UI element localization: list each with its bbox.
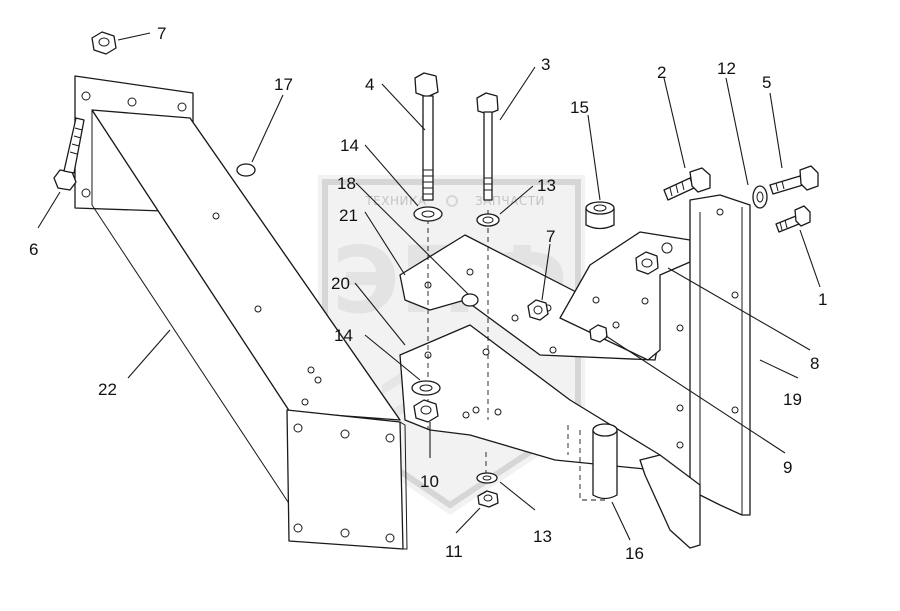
bolt-1 [775,205,811,233]
hex-nut-7-center [527,299,549,321]
callout-4: 4 [365,75,374,94]
lower-hinge-plate [639,454,701,549]
callout-5: 5 [762,73,771,92]
bolt-3 [476,92,499,201]
bolt-2 [663,167,711,201]
washer-12 [752,185,768,209]
bolt-4 [414,72,439,201]
callout-18: 18 [337,174,356,193]
callout-7-center: 7 [546,227,555,246]
hex-nut-10 [413,399,439,423]
hex-nut-11 [477,490,499,508]
pin-16 [592,423,618,500]
vertical-rail-19 [672,194,751,520]
callout-8: 8 [810,354,819,373]
callout-16: 16 [625,544,644,563]
plug-cap-17 [236,163,256,177]
callout-7-top: 7 [157,24,166,43]
callout-12: 12 [717,59,736,78]
callout-15: 15 [570,98,589,117]
callout-13-top: 13 [537,176,556,195]
washer-13-top [476,213,500,227]
callout-labels: 1 2 3 4 5 6 7 7 8 9 10 11 12 13 13 14 14… [29,24,827,563]
square-tube-beam [74,75,408,550]
callout-2: 2 [657,63,666,82]
callout-13-bottom: 13 [533,527,552,546]
callout-1: 1 [818,290,827,309]
washer-14-top [413,206,443,222]
callout-19: 19 [783,390,802,409]
spacer-sleeve-15 [585,201,615,230]
callout-20: 20 [331,274,350,293]
callout-11: 11 [445,542,463,561]
washer-13-bottom [476,472,498,484]
callout-14-bottom: 14 [334,326,353,345]
callout-9: 9 [783,458,792,477]
washer-14-bottom [411,380,441,396]
bolt-left [53,117,85,191]
plug-cap-18 [461,293,479,307]
hex-nut-top-left [91,31,117,55]
leader-lines [37,32,821,541]
callout-6: 6 [29,240,38,259]
callout-10: 10 [420,472,439,491]
hex-nut-8 [635,251,659,275]
callout-17: 17 [274,75,293,94]
callout-21: 21 [339,206,358,225]
callout-3: 3 [541,55,550,74]
bolt-5 [769,165,819,195]
callout-22: 22 [98,380,117,399]
callout-14-top: 14 [340,136,359,155]
